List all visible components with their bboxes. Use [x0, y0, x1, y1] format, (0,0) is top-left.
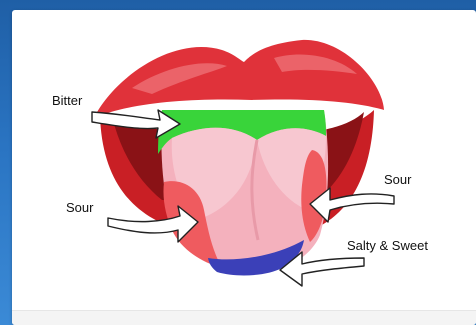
label-sour-left: Sour: [66, 200, 93, 215]
card-footer: [12, 310, 476, 325]
label-salty-sweet: Salty & Sweet: [347, 238, 428, 253]
tongue-diagram: [12, 10, 476, 325]
diagram-card: Bitter Sour Sour Salty & Sweet: [12, 10, 476, 325]
label-bitter: Bitter: [52, 93, 82, 108]
upper-lip: [94, 40, 384, 118]
label-sour-right: Sour: [384, 172, 411, 187]
